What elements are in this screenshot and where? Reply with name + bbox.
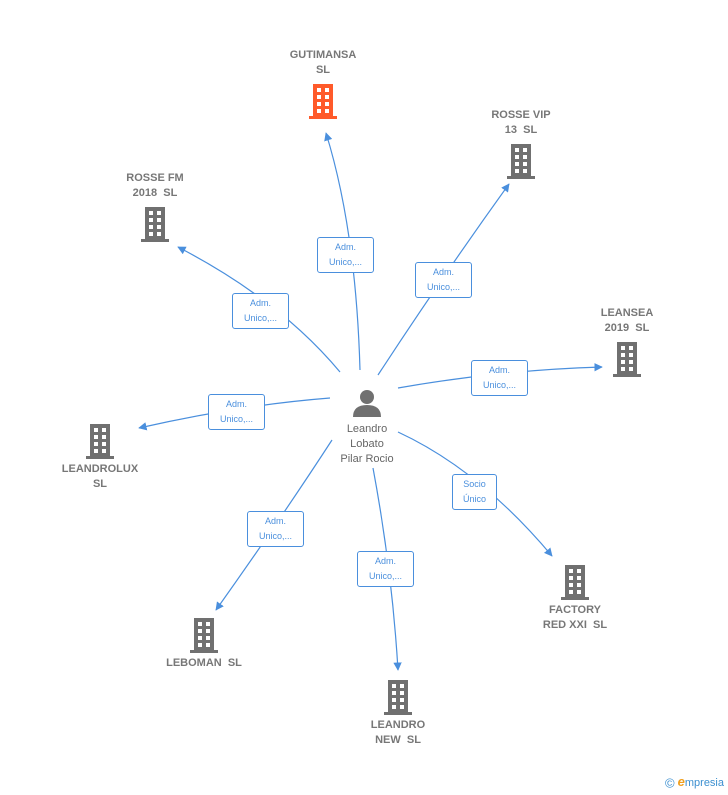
edge-label-gutimansa[interactable]: Adm. Unico,... <box>317 237 374 273</box>
company-node-gutimansa[interactable]: GUTIMANSA SL <box>273 48 373 120</box>
company-node-leandrolux[interactable]: LEANDROLUX SL <box>50 424 150 492</box>
building-icon <box>141 207 169 242</box>
edge-label-rossevip[interactable]: Adm. Unico,... <box>415 262 472 298</box>
company-node-factory[interactable]: FACTORY RED XXI SL <box>525 565 625 633</box>
company-node-leansea[interactable]: LEANSEA 2019 SL <box>577 306 677 378</box>
building-icon <box>190 618 218 653</box>
company-node-leboman[interactable]: LEBOMAN SL <box>154 618 254 671</box>
company-label: LEANSEA 2019 SL <box>600 307 654 334</box>
company-label: LEBOMAN SL <box>166 657 242 669</box>
edge-label-leboman[interactable]: Adm. Unico,... <box>247 511 304 547</box>
brand-initial: e <box>677 774 685 790</box>
brand-name: mpresia <box>684 777 724 790</box>
company-label: GUTIMANSA SL <box>289 49 357 76</box>
edge-label-factory[interactable]: Socio Único <box>452 474 497 510</box>
person-node[interactable]: Leandro Lobato Pilar Rocio <box>317 388 417 467</box>
company-label: FACTORY RED XXI SL <box>542 604 608 631</box>
edge-label-leandrolux[interactable]: Adm. Unico,... <box>208 394 265 430</box>
building-icon <box>309 84 337 119</box>
building-icon <box>384 680 412 715</box>
company-label: ROSSE VIP 13 SL <box>491 109 551 136</box>
building-icon <box>561 565 589 600</box>
person-label: Leandro Lobato Pilar Rocio <box>340 423 394 465</box>
building-icon <box>507 144 535 179</box>
company-node-leandro-new[interactable]: LEANDRO NEW SL <box>348 680 448 748</box>
building-icon <box>86 424 114 459</box>
brand-footer[interactable]: © empresia <box>665 774 724 791</box>
person-icon <box>353 390 381 417</box>
building-icon <box>613 342 641 377</box>
company-node-rosse-vip[interactable]: ROSSE VIP 13 SL <box>471 108 571 180</box>
company-label: LEANDROLUX SL <box>61 463 139 490</box>
company-label: ROSSE FM 2018 SL <box>126 172 184 199</box>
edge-label-leansea[interactable]: Adm. Unico,... <box>471 360 528 396</box>
company-node-rosse-fm[interactable]: ROSSE FM 2018 SL <box>105 171 205 243</box>
copyright-symbol: © <box>664 776 675 791</box>
edge-label-leandronew[interactable]: Adm. Unico,... <box>357 551 414 587</box>
company-label: LEANDRO NEW SL <box>370 719 426 746</box>
edge-label-rossefm[interactable]: Adm. Unico,... <box>232 293 289 329</box>
